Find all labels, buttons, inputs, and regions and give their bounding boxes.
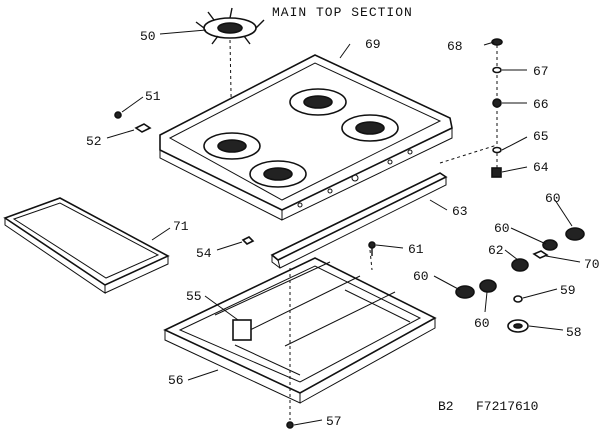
callout-56: 56 bbox=[168, 373, 184, 388]
callout-55: 55 bbox=[186, 289, 202, 304]
leader-lines bbox=[106, 29, 581, 426]
diagram-title: MAIN TOP SECTION bbox=[272, 5, 413, 20]
part-60-knob-d bbox=[479, 279, 497, 293]
part-56-bottom-pan bbox=[163, 257, 437, 404]
part-58-ring bbox=[507, 319, 529, 333]
part-70-knob-insert bbox=[532, 250, 549, 259]
part-59-washer bbox=[513, 295, 523, 303]
callout-50: 50 bbox=[140, 29, 156, 44]
callout-51: 51 bbox=[145, 89, 161, 104]
part-69-cooktop bbox=[159, 54, 453, 221]
callout-71: 71 bbox=[173, 219, 189, 234]
callout-59: 59 bbox=[560, 283, 576, 298]
callout-70: 70 bbox=[584, 257, 600, 272]
part-66-orifice bbox=[492, 98, 502, 108]
callout-66: 66 bbox=[533, 97, 549, 112]
part-57-screw bbox=[286, 421, 294, 429]
part-54-clip bbox=[241, 236, 255, 245]
callout-63: 63 bbox=[452, 204, 468, 219]
callout-61: 61 bbox=[408, 242, 424, 257]
part-60-knob-a bbox=[565, 227, 585, 241]
callout-65: 65 bbox=[533, 129, 549, 144]
callout-54: 54 bbox=[196, 246, 212, 261]
part-60-knob-c bbox=[455, 285, 475, 299]
footer-code: B2 bbox=[438, 399, 454, 414]
callout-60-d: 60 bbox=[474, 316, 490, 331]
part-67-washer bbox=[492, 66, 502, 74]
callout-60-c: 60 bbox=[413, 269, 429, 284]
part-52-bracket bbox=[134, 123, 152, 133]
callout-58: 58 bbox=[566, 325, 582, 340]
callout-60-a: 60 bbox=[545, 191, 561, 206]
callout-57: 57 bbox=[326, 414, 342, 429]
part-61-screw bbox=[368, 241, 376, 256]
callout-62: 62 bbox=[488, 243, 504, 258]
callout-64: 64 bbox=[533, 160, 549, 175]
part-71-panel bbox=[3, 197, 170, 294]
part-51-screw bbox=[114, 111, 122, 119]
part-65-washer bbox=[492, 146, 502, 154]
callout-69: 69 bbox=[365, 37, 381, 52]
part-62-knob bbox=[511, 258, 529, 272]
callout-labels: 50 69 51 52 68 67 66 65 64 60 63 71 54 6… bbox=[86, 29, 600, 429]
part-60-knob-b bbox=[542, 239, 558, 251]
callout-60-b: 60 bbox=[494, 221, 510, 236]
callout-52: 52 bbox=[86, 134, 102, 149]
callout-67: 67 bbox=[533, 64, 549, 79]
part-68-valve-top bbox=[491, 38, 503, 46]
part-63-trim-strip bbox=[270, 172, 448, 269]
part-50-burner-grate bbox=[195, 7, 265, 45]
part-64-fitting bbox=[491, 167, 502, 178]
footer-number: F7217610 bbox=[476, 399, 538, 414]
callout-68: 68 bbox=[447, 39, 463, 54]
